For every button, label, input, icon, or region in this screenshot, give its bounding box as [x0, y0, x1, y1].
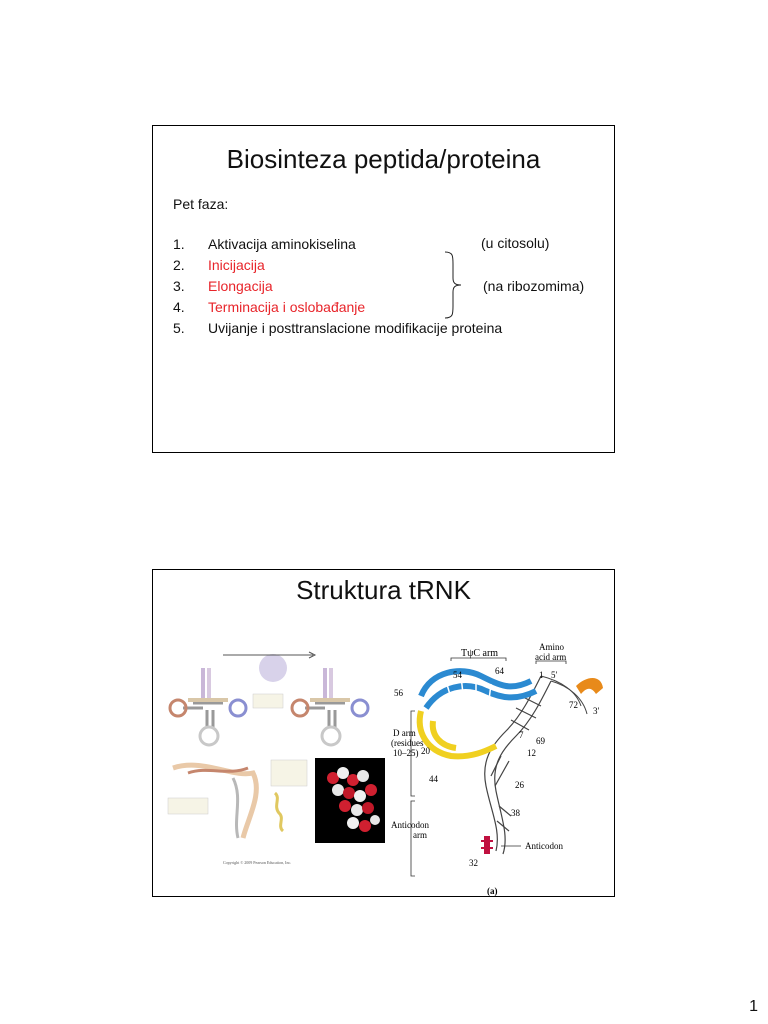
label-anticodon: Anticodon [525, 841, 563, 851]
phase-text: Elongacija [208, 278, 273, 294]
label-3prime: 3′ [593, 706, 600, 716]
phase-text: Aktivacija aminokiselina [208, 236, 356, 252]
label-26: 26 [515, 780, 525, 790]
curly-brace-icon [444, 251, 462, 319]
phase-number: 2. [173, 257, 185, 273]
label-d-arm-1: D arm [393, 728, 416, 738]
label-panel-a: (a) [487, 886, 498, 896]
label-d-arm-3: 10–25) [393, 748, 419, 758]
label-54: 54 [453, 670, 463, 680]
label-1: 1 [539, 670, 544, 680]
phase-item-2: 2. Inicijacija [173, 257, 502, 278]
trna-textbook-figure: Copyright © 2009 Pearson Education, Inc. [167, 651, 385, 866]
phase-list: 1. Aktivacija aminokiselina 2. Inicijacija… [173, 236, 502, 341]
intro-text: Pet faza: [173, 196, 229, 212]
trna-3d-ribbon [167, 759, 308, 839]
label-anticodon-arm-2: arm [413, 830, 427, 840]
label-38: 38 [511, 808, 521, 818]
label-44: 44 [429, 774, 439, 784]
page-number: 1 [749, 998, 758, 1015]
note-cytosol: (u citosolu) [481, 235, 550, 251]
copyright-text: Copyright © 2009 Pearson Education, Inc. [223, 860, 291, 866]
phase-item-1: 1. Aktivacija aminokiselina [173, 236, 502, 257]
phase-number: 5. [173, 320, 185, 336]
phase-item-5: 5. Uvijanje i posttranslacione modifikaci… [173, 320, 502, 341]
phase-number: 3. [173, 278, 185, 294]
label-d-arm-2: (residues [391, 738, 424, 748]
label-69: 69 [536, 736, 546, 746]
label-anticodon-arm-1: Anticodon [391, 820, 429, 830]
tpsic-arm-shape [418, 668, 538, 710]
phase-number: 1. [173, 236, 185, 252]
label-32: 32 [469, 858, 478, 868]
space-filling-model [327, 767, 380, 832]
label-56: 56 [394, 688, 404, 698]
d-arm-shape [416, 710, 498, 760]
label-amino-2: acid arm [535, 652, 566, 662]
phase-text: Terminacija i oslobađanje [208, 299, 366, 315]
slide-struktura-trnk: Struktura tRNK [152, 569, 615, 897]
phase-number: 4. [173, 299, 185, 315]
label-tpsic-arm: TψC arm [461, 648, 498, 659]
slide-biosinteza: Biosinteza peptida/proteina Pet faza: 1.… [152, 125, 615, 453]
label-64: 64 [495, 666, 505, 676]
trna-l-shape-diagram: TψC arm Amino acid arm 54 64 1 5′ 56 72 … [391, 642, 603, 896]
phase-item-4: 4. Terminacija i oslobađanje [173, 299, 502, 320]
cloverleaf-right [290, 668, 370, 747]
label-amino-1: Amino [539, 642, 565, 652]
phase-text: Uvijanje i posttranslacione modifikacije… [208, 320, 503, 336]
label-7: 7 [519, 730, 524, 740]
phase-item-3: 3. Elongacija [173, 278, 502, 299]
slide-title: Biosinteza peptida/proteina [226, 144, 541, 174]
label-72: 72 [569, 700, 578, 710]
label-20: 20 [421, 746, 431, 756]
note-ribosomes: (na ribozomima) [483, 278, 585, 294]
cloverleaf-left [168, 668, 248, 747]
label-12: 12 [527, 748, 536, 758]
slide-title: Struktura tRNK [296, 575, 471, 605]
anticodon-shape [481, 836, 493, 854]
acceptor-end-shape [576, 678, 603, 694]
label-5prime: 5′ [551, 670, 558, 680]
phase-text: Inicijacija [208, 257, 265, 273]
